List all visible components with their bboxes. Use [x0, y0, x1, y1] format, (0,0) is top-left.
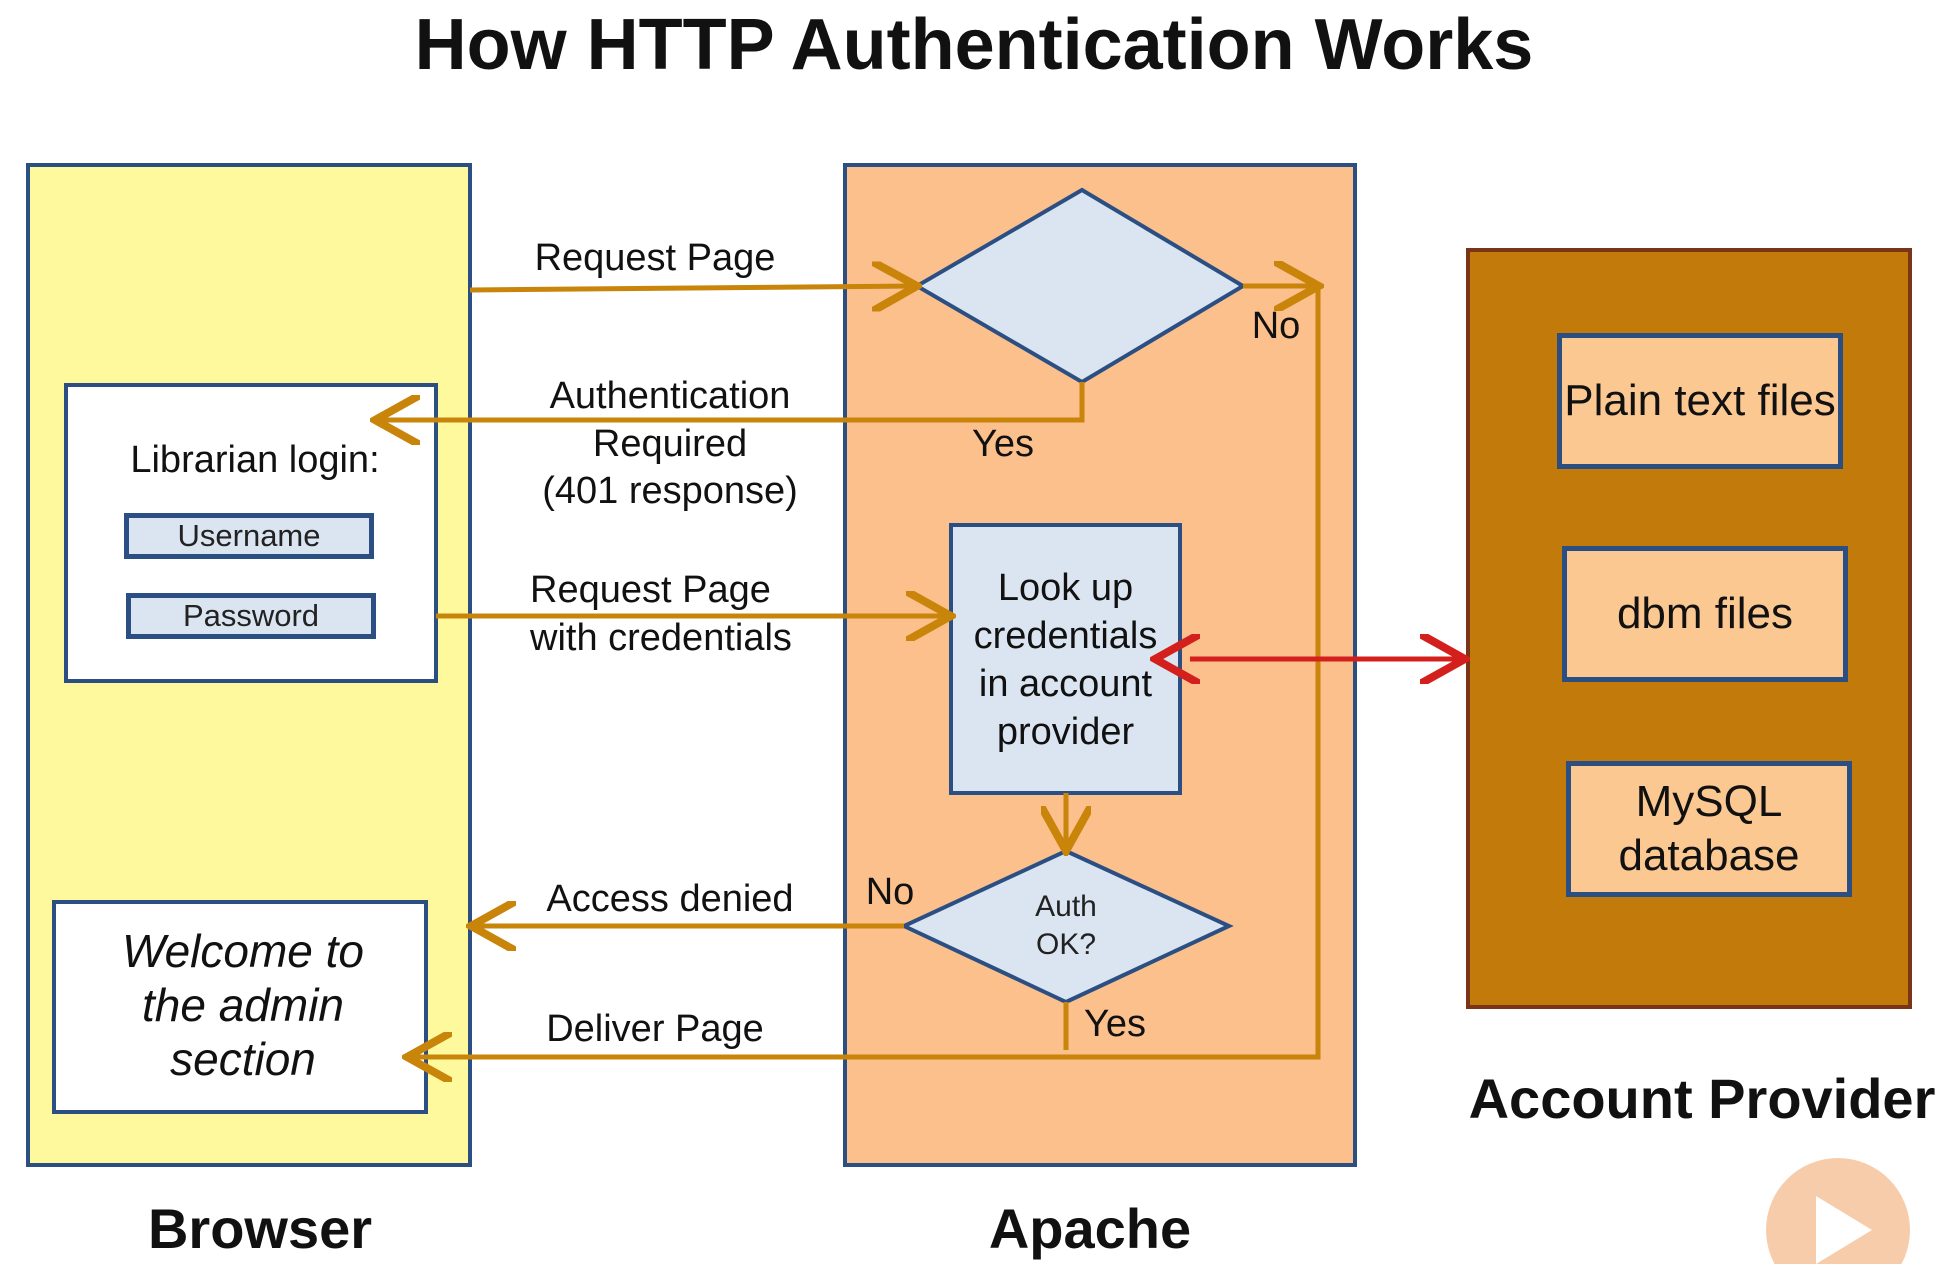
- auth-required-line-3: (401 response): [542, 470, 798, 512]
- username-field[interactable]: Username: [124, 513, 374, 559]
- play-triangle-icon: [1816, 1196, 1872, 1264]
- lookup-credentials-box: [949, 523, 1182, 795]
- apache-lane-title: Apache: [988, 1197, 1192, 1260]
- auth-required-arrow: [380, 382, 1085, 420]
- auth-required-line-1: Authentication: [549, 375, 791, 417]
- request-credentials-line-1: Request Page: [530, 569, 771, 611]
- request-page-label: Request Page: [534, 237, 776, 279]
- dbm-files-store: dbm files: [1562, 546, 1848, 682]
- account-provider-lane-title: Account Provider: [1468, 1067, 1936, 1130]
- plain-text-files-store: Plain text files: [1557, 333, 1843, 469]
- auth-no-label: No: [865, 871, 915, 913]
- welcome-page-box: [52, 900, 428, 1114]
- welcome-text: Welcome to the admin section: [121, 925, 365, 1085]
- request-page-arrow: [469, 286, 912, 290]
- login-heading: Librarian login:: [130, 439, 380, 481]
- password-field[interactable]: Password: [126, 593, 376, 639]
- access-denied-label: Access denied: [546, 878, 794, 920]
- auth-required-line-2: Required: [592, 423, 748, 465]
- page-title: How HTTP Authentication Works: [414, 5, 1534, 85]
- browser-lane-title: Browser: [147, 1197, 373, 1260]
- auth-yes-label: Yes: [1084, 1003, 1146, 1045]
- bypass-line: [412, 290, 1321, 1057]
- lookup-credentials-text: Look up credentials in account provider: [973, 567, 1158, 753]
- deliver-page-label: Deliver Page: [546, 1008, 764, 1050]
- request-credentials-line-2: with credentials: [530, 617, 792, 659]
- top-no-label: No: [1251, 305, 1301, 347]
- auth-ok-text: Auth OK?: [1035, 890, 1097, 961]
- mysql-database-store: MySQL database: [1566, 761, 1852, 897]
- top-yes-label: Yes: [972, 423, 1034, 465]
